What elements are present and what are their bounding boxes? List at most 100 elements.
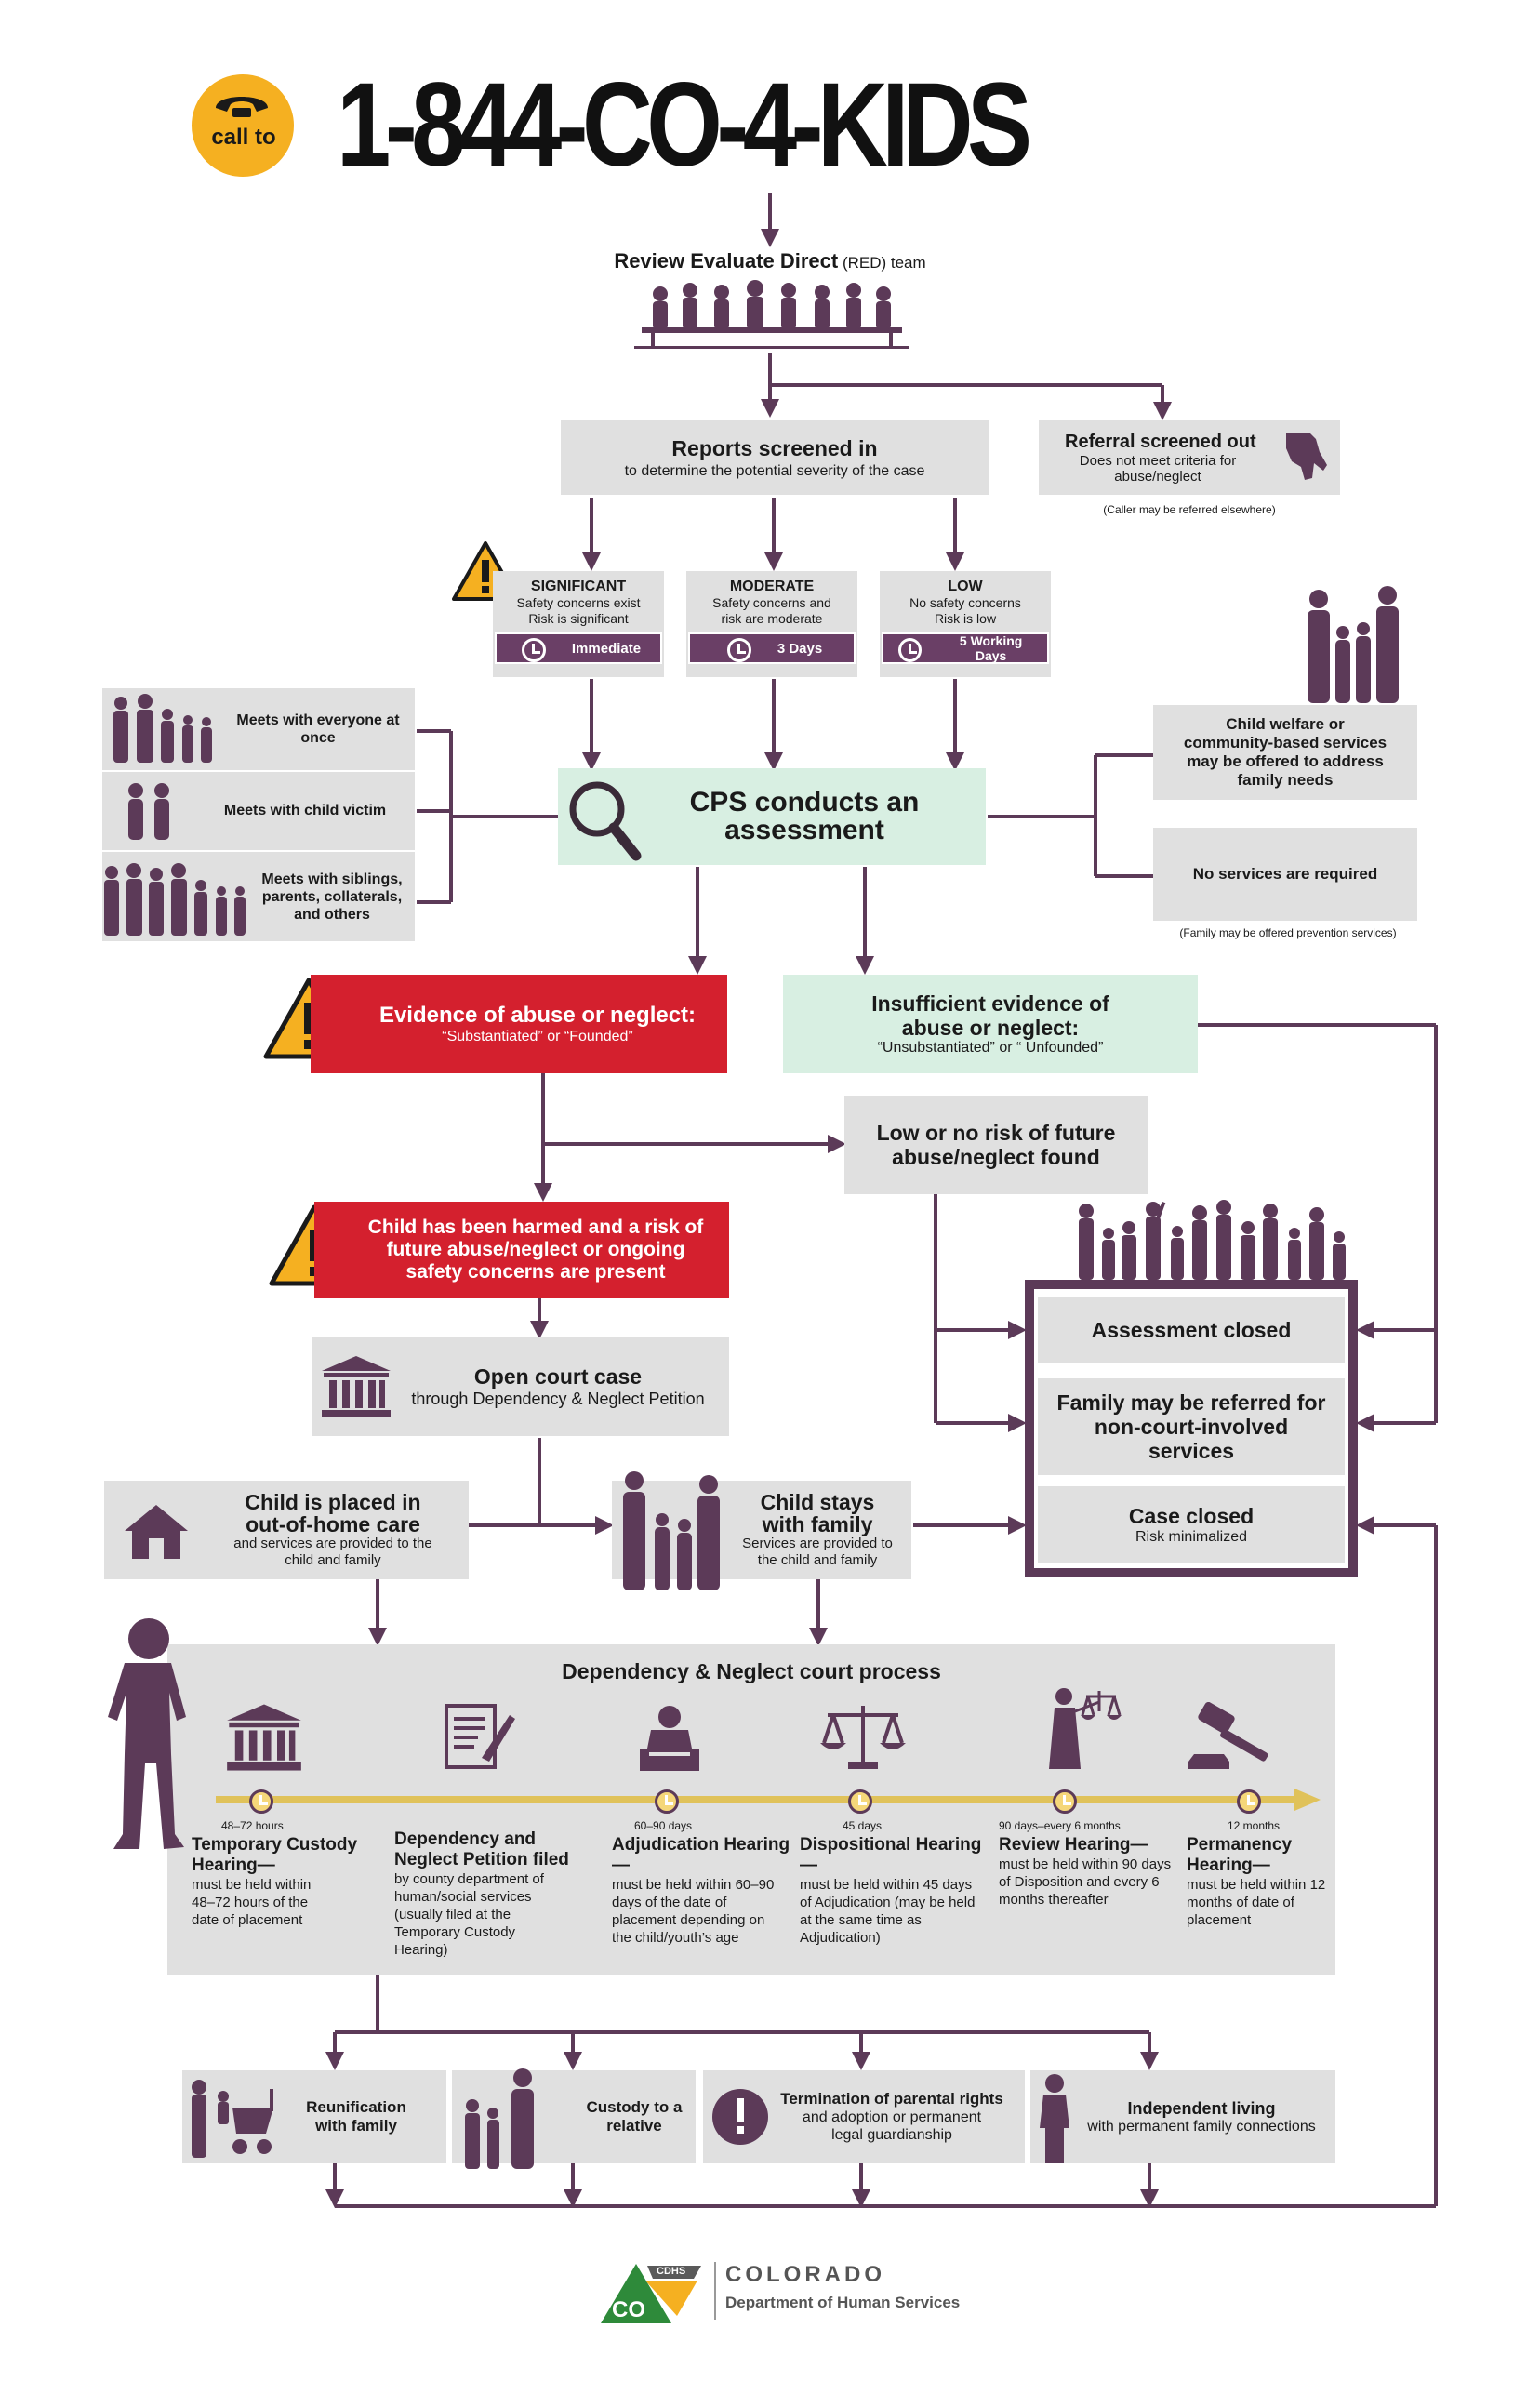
open-court-box: Open court case through Dependency & Neg… <box>312 1337 729 1436</box>
insufficient-title: Insufficient evidence of abuse or neglec… <box>871 991 1109 1040</box>
clock-icon <box>1237 1789 1261 1814</box>
case-closed-box: Case closed Risk minimalized <box>1038 1486 1345 1563</box>
no-services-box: No services are required <box>1153 828 1417 921</box>
clock-icon <box>848 1789 872 1814</box>
low-risk-box: Low or no risk of future abuse/neglect f… <box>844 1096 1148 1194</box>
magnifying-glass-icon <box>569 781 642 861</box>
stays-title: Child stays with family <box>760 1490 875 1536</box>
court-step: 60–90 days Adjudication Hearing— must be… <box>612 1702 798 1947</box>
court-step-desc: by county department of human/social ser… <box>394 1871 544 1958</box>
low-risk-title: Low or no risk of future abuse/neglect f… <box>876 1121 1116 1169</box>
gavel-icon <box>1188 1702 1268 1769</box>
celebrating-crowd-icon <box>1079 1200 1346 1280</box>
clock-icon <box>249 1789 273 1814</box>
meeting-siblings-box: Meets with siblings, parents, collateral… <box>102 852 415 941</box>
court-step-time: 90 days–every 6 months <box>999 1819 1121 1832</box>
placed-title: Child is placed in out-of-home care <box>245 1490 421 1536</box>
court-step-desc: must be held within 60–90 days of the da… <box>612 1877 775 1946</box>
severity-line2: Risk is low <box>934 611 997 626</box>
severity-title: LOW <box>948 579 983 594</box>
severity-timeframe: 5 Working Days <box>959 633 1023 663</box>
stays-subtitle: Services are provided to the child and f… <box>742 1536 893 1568</box>
court-step: 48–72 hours Temporary Custody Hearing— m… <box>192 1702 378 1929</box>
case-closed-subtitle: Risk minimalized <box>1135 1528 1248 1545</box>
house-icon <box>125 1505 188 1559</box>
hotline-number[interactable]: 1-844-CO-4-KIDS <box>337 59 1032 192</box>
services-offered-box: Child welfare or community-based service… <box>1153 705 1417 800</box>
permanency-title: Custody to a relative <box>586 2098 683 2135</box>
court-step: Dependency and Neglect Petition filed by… <box>394 1702 580 1959</box>
court-process-title: Dependency & Neglect court process <box>562 1659 941 1683</box>
child-victim-icon <box>128 783 169 840</box>
court-step-title: Review Hearing— <box>999 1835 1148 1855</box>
scales-icon <box>820 1706 906 1769</box>
clock-icon <box>655 1789 679 1814</box>
clock-icon <box>521 638 546 662</box>
independent-living-box: Independent living with permanent family… <box>1030 2070 1335 2163</box>
court-step-desc: must be held within 90 days of Dispositi… <box>999 1856 1172 1908</box>
clock-icon <box>726 638 751 662</box>
permanency-subtitle: and adoption or permanent legal guardian… <box>802 2109 982 2143</box>
cps-title: CPS conducts an assessment <box>689 787 920 845</box>
thumbs-down-icon <box>1286 433 1327 480</box>
severity-moderate-box: MODERATE Safety concerns and risk are mo… <box>686 571 857 677</box>
court-process-panel <box>167 1644 1335 1975</box>
severity-significant-box: SIGNIFICANT Safety concerns exist Risk i… <box>493 571 664 677</box>
court-step-title: Temporary Custody Hearing— <box>192 1835 358 1875</box>
insufficient-subtitle: “Unsubstantiated” or “ Unfounded” <box>877 1040 1104 1056</box>
family-standing-icon <box>1308 586 1399 703</box>
adult-with-children-icon <box>465 2068 534 2169</box>
team-meeting-icon <box>634 280 909 349</box>
cdhs-badge-text: CDHS <box>657 2266 686 2277</box>
call-to-text: call to <box>211 125 276 150</box>
referral-screened-out-box: Referral screened out Does not meet crit… <box>1039 420 1340 495</box>
court-step-time: 48–72 hours <box>221 1819 284 1832</box>
court-step-title: Adjudication Hearing— <box>612 1835 790 1875</box>
services-offered-text: Child welfare or community-based service… <box>1183 715 1387 789</box>
child-silhouette-icon <box>108 1618 186 1849</box>
severity-title: MODERATE <box>729 579 815 594</box>
call-to-badge: call to <box>192 74 294 177</box>
mountain-logo-icon <box>601 2264 701 2323</box>
court-step-desc: must be held within 12 months of date of… <box>1187 1877 1326 1928</box>
case-closed-text: Case closed <box>1128 1503 1255 1528</box>
evidence-title: Evidence of abuse or neglect: <box>378 1003 697 1028</box>
court-step-time: 60–90 days <box>634 1819 693 1832</box>
harmed-title: Child has been harmed and a risk of futu… <box>367 1217 704 1283</box>
court-step: 90 days–every 6 months Review Hearing— m… <box>999 1683 1185 1909</box>
reports-screened-in-title: Reports screened in <box>671 435 878 460</box>
evidence-found-box: Evidence of abuse or neglect: “Substanti… <box>311 975 727 1073</box>
court-step-title: Dependency and Neglect Petition filed <box>394 1829 569 1869</box>
footer-divider <box>714 2262 716 2320</box>
red-team-title-rest: (RED) team <box>838 254 926 272</box>
courthouse-icon <box>322 1356 391 1417</box>
logo-text: CO <box>612 2297 645 2322</box>
cps-assessment-box: CPS conducts an assessment <box>558 768 986 865</box>
custody-relative-box: Custody to a relative <box>452 2068 696 2169</box>
referral-screened-out-subtitle: Does not meet criteria for abuse/neglect <box>1079 452 1237 485</box>
courthouse-icon <box>227 1704 301 1771</box>
court-step: 12 months Permanency Hearing— must be he… <box>1187 1702 1335 1929</box>
reunification-box: Reunification with family <box>182 2070 446 2163</box>
court-step-title: Dispositional Hearing— <box>800 1835 982 1875</box>
org-name: COLORADO <box>725 2262 885 2287</box>
prevention-note: (Family may be offered prevention servic… <box>1179 926 1397 939</box>
permanency-title: Termination of parental rights <box>780 2090 1003 2108</box>
child-harmed-box: Child has been harmed and a risk of futu… <box>314 1202 729 1298</box>
referral-note: (Caller may be referred elsewhere) <box>1103 503 1276 516</box>
court-step-time: 45 days <box>843 1819 883 1832</box>
extended-family-icon <box>104 863 246 936</box>
young-adult-icon <box>1040 2074 1069 2163</box>
severity-low-box: LOW No safety concerns Risk is low 5 Wor… <box>880 571 1051 677</box>
alert-circle-icon <box>712 2089 768 2145</box>
evidence-subtitle: “Substantiated” or “Founded” <box>442 1029 633 1044</box>
severity-timeframe: Immediate <box>571 640 642 657</box>
permanency-title: Independent living <box>1127 2098 1276 2118</box>
assessment-closed-box: Assessment closed <box>1038 1297 1345 1363</box>
reports-screened-in-box: Reports screened in to determine the pot… <box>561 420 989 495</box>
court-step-desc: must be held within 45 days of Adjudicat… <box>800 1877 976 1946</box>
red-team-title-bold: Review Evaluate Direct <box>614 249 839 273</box>
court-step-time: 12 months <box>1228 1819 1281 1832</box>
clock-icon <box>1053 1789 1077 1814</box>
